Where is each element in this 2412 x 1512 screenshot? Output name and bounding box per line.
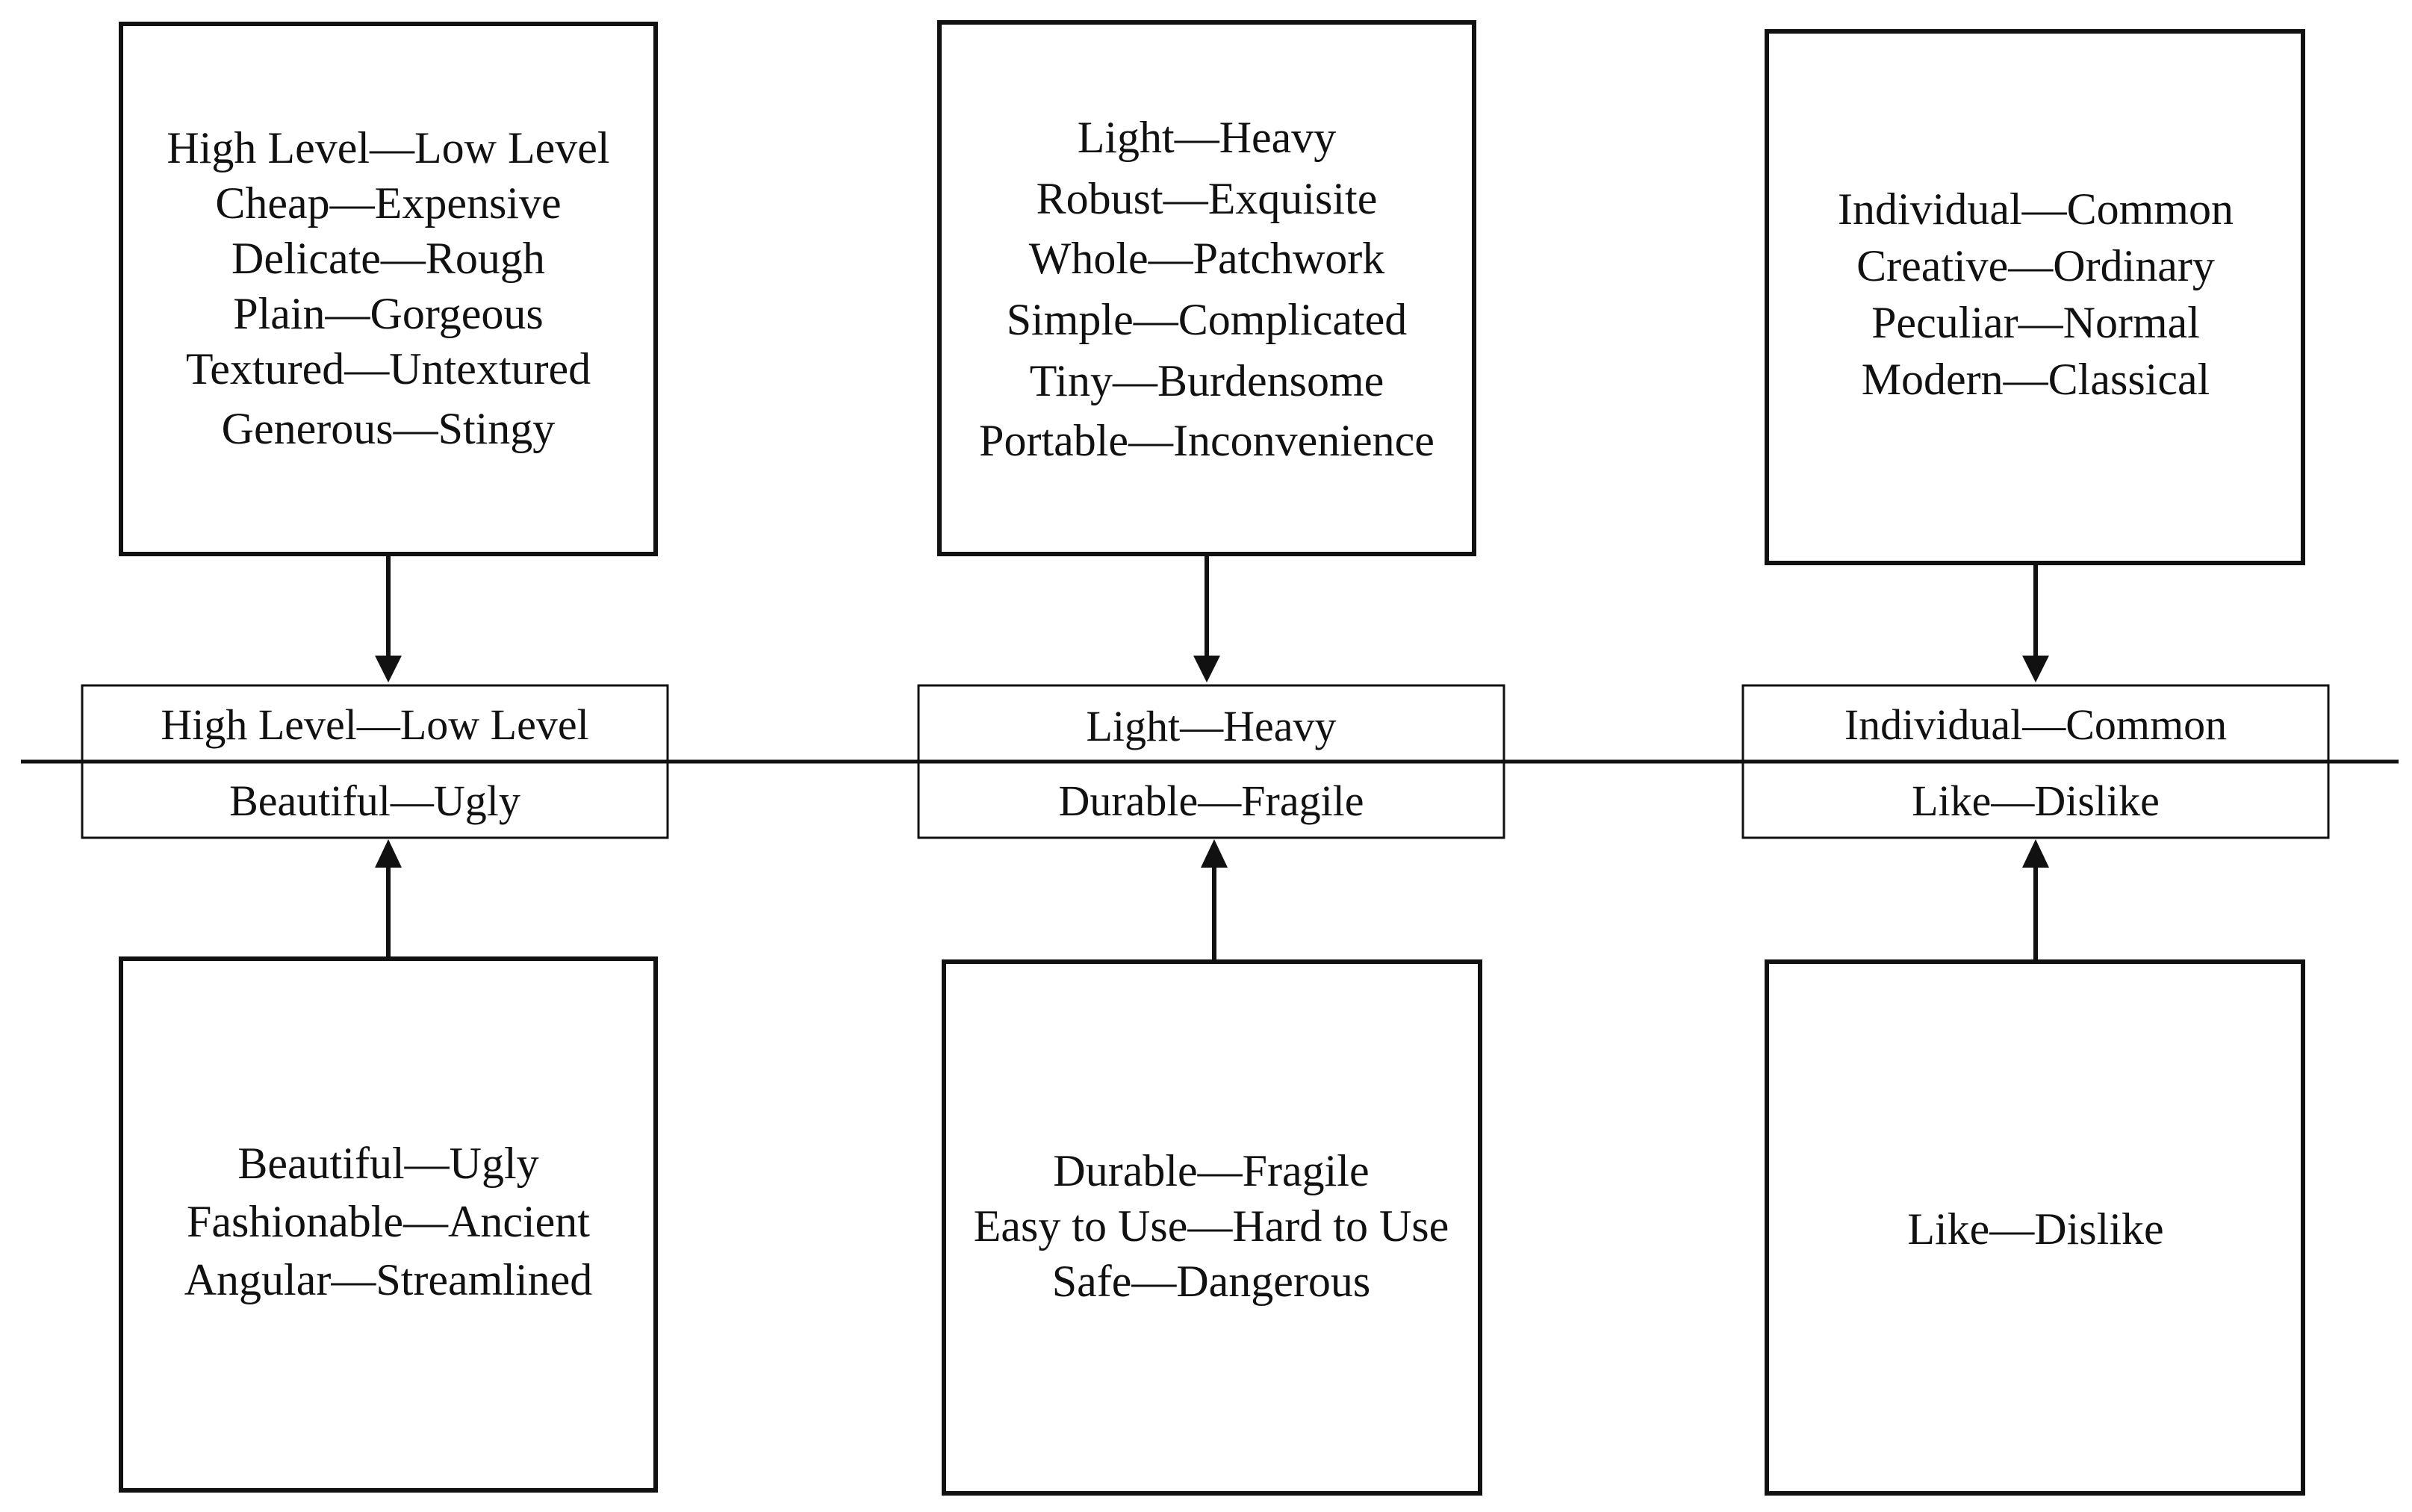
- down-arrow-3-head: [2022, 656, 2049, 682]
- bottom-box-1-line-2: Fashionable—Ancient: [187, 1197, 590, 1246]
- top-box-3-line-3: Peculiar—Normal: [1871, 298, 2200, 347]
- top-box-2-line-5: Tiny—Burdensome: [1030, 356, 1384, 405]
- bottom-box-1-line-3: Angular—Streamlined: [184, 1255, 593, 1304]
- center-box-2-top-label: Light—Heavy: [1086, 702, 1336, 750]
- top-box-1-line-4: Plain—Gorgeous: [233, 289, 544, 338]
- center-box-1-bottom-label: Beautiful—Ugly: [229, 777, 520, 825]
- top-box-3: [1765, 29, 2305, 565]
- top-box-2-line-2: Robust—Exquisite: [1036, 174, 1378, 223]
- top-box-1-line-6: Generous—Stingy: [222, 404, 556, 453]
- bottom-box-2-line-3: Safe—Dangerous: [1052, 1257, 1371, 1306]
- down-arrow-2-head: [1193, 656, 1220, 682]
- bottom-box-2-line-1: Durable—Fragile: [1053, 1146, 1369, 1195]
- center-box-3-bottom-label: Like—Dislike: [1912, 777, 2160, 825]
- center-box-2-bottom-label: Durable—Fragile: [1058, 777, 1364, 825]
- column-1: High Level—Low Level Cheap—Expensive Del…: [81, 22, 669, 1493]
- bottom-box-1-line-1: Beautiful—Ugly: [237, 1139, 538, 1188]
- up-arrow-3-head: [2022, 839, 2049, 868]
- top-box-2: [937, 20, 1476, 556]
- top-box-3-line-4: Modern—Classical: [1862, 355, 2210, 404]
- top-box-1-line-5: Textured—Untextured: [186, 344, 591, 393]
- bottom-box-3: [1765, 959, 2305, 1496]
- center-box-1-top-label: High Level—Low Level: [161, 700, 588, 749]
- top-box-3-line-1: Individual—Common: [1838, 184, 2234, 234]
- top-box-1-line-1: High Level—Low Level: [167, 123, 609, 172]
- top-box-3-line-2: Creative—Ordinary: [1856, 241, 2215, 290]
- column-3: Individual—Common Creative—Ordinary Pecu…: [1741, 29, 2330, 1496]
- top-box-2-line-4: Simple—Complicated: [1007, 295, 1408, 344]
- top-box-2-line-3: Whole—Patchwork: [1029, 234, 1385, 283]
- bottom-box-3-line-1: Like—Dislike: [1907, 1204, 2163, 1254]
- top-box-1-line-2: Cheap—Expensive: [215, 178, 561, 228]
- down-arrow-1-head: [375, 656, 402, 682]
- up-arrow-1-head: [375, 839, 402, 868]
- top-box-1-line-3: Delicate—Rough: [231, 234, 545, 283]
- top-box-2-line-1: Light—Heavy: [1078, 113, 1337, 162]
- column-2: Light—Heavy Robust—Exquisite Whole—Patch…: [917, 20, 1505, 1496]
- center-box-3-top-label: Individual—Common: [1844, 700, 2227, 749]
- top-box-2-line-6: Portable—Inconvenience: [979, 416, 1435, 465]
- bottom-box-2-line-2: Easy to Use—Hard to Use: [974, 1201, 1449, 1251]
- bottom-box-2: [942, 959, 1482, 1496]
- bottom-box-1: [119, 956, 658, 1493]
- up-arrow-2-head: [1201, 839, 1228, 868]
